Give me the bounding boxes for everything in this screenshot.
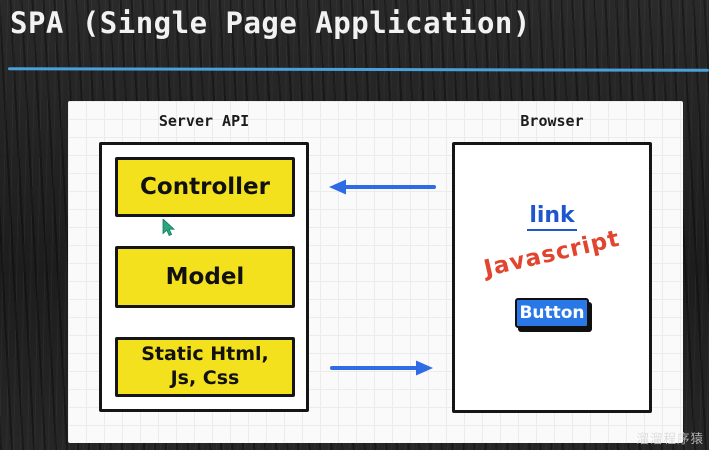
drawn-button: Button: [515, 298, 589, 328]
arrow-left-icon: [329, 179, 436, 195]
page-title: SPA (Single Page Application): [10, 6, 531, 40]
whiteboard-canvas: Server API Browser Controller Model Stat…: [68, 101, 683, 443]
model-box: Model: [115, 246, 295, 308]
static-files-box: Static Html, Js, Css: [115, 337, 295, 397]
title-underline: [7, 67, 709, 72]
server-api-label: Server API: [158, 112, 250, 130]
browser-label: Browser: [520, 112, 584, 130]
browser-box: link Javascript Button: [452, 142, 652, 413]
watermark-text: 溜溜程序猿: [636, 431, 704, 446]
controller-box: Controller: [115, 157, 295, 217]
arrow-right-icon: [330, 360, 433, 376]
link-text: link: [455, 203, 649, 231]
link-text-underlined: link: [527, 203, 577, 231]
server-api-box: Controller Model Static Html, Js, Css: [99, 142, 309, 412]
mouse-cursor-icon: [162, 219, 176, 236]
